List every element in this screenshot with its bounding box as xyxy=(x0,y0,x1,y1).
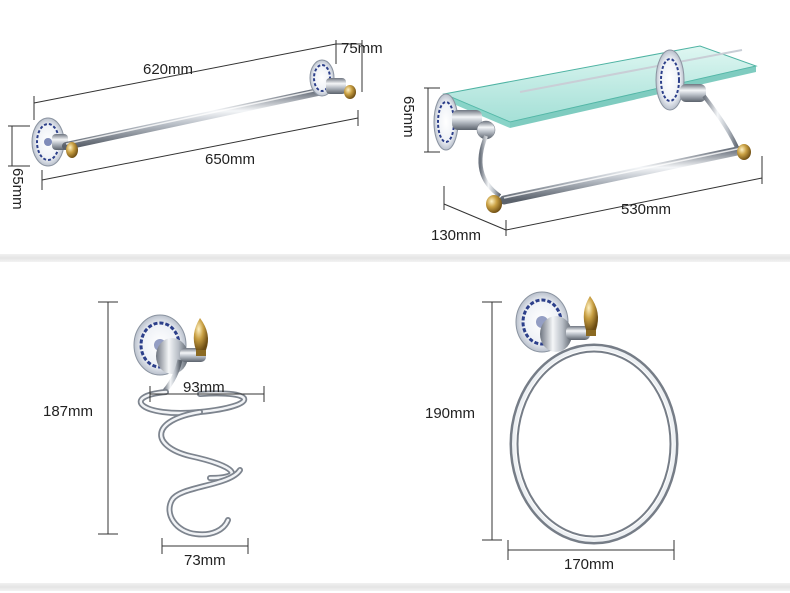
section-divider-top xyxy=(0,254,790,262)
towel-bar-illustration xyxy=(8,40,363,190)
towel-bar-rod xyxy=(62,88,322,150)
towel-ring-height-label: 190mm xyxy=(425,405,476,422)
towel-bar-right-base xyxy=(309,59,346,97)
towel-ring-illustration xyxy=(482,291,679,560)
towel-ring-base xyxy=(515,291,590,353)
hair-dryer-holder-illustration xyxy=(98,301,265,554)
hair-dryer-spiral-bottom-width-label: 73mm xyxy=(184,552,226,569)
glass-shelf-rod xyxy=(499,145,747,205)
towel-bar-left-base xyxy=(31,117,68,167)
hair-dryer-spiral-top-width-label: 93mm xyxy=(183,379,225,396)
glass-shelf-length-label: 530mm xyxy=(621,201,672,218)
glass-shelf-right-base xyxy=(655,49,706,111)
glass-shelf-illustration xyxy=(424,45,763,236)
towel-bar-depth-label: 75mm xyxy=(341,40,383,57)
glass-shelf-depth-label: 130mm xyxy=(431,227,482,244)
section-divider-bottom xyxy=(0,583,790,591)
glass-plate xyxy=(442,45,758,123)
towel-bar-length-total-label: 650mm xyxy=(205,151,256,168)
towel-ring-width-label: 170mm xyxy=(564,556,615,573)
glass-shelf-height-label: 65mm xyxy=(400,96,417,138)
towel-bar-height-label: 65mm xyxy=(9,168,26,210)
hair-dryer-holder-base xyxy=(133,314,206,376)
hair-dryer-holder-height-label: 187mm xyxy=(43,403,94,420)
glass-shelf-left-base xyxy=(433,93,496,151)
hair-dryer-spiral xyxy=(137,389,248,538)
towel-bar-length-outer-label: 620mm xyxy=(143,61,194,78)
